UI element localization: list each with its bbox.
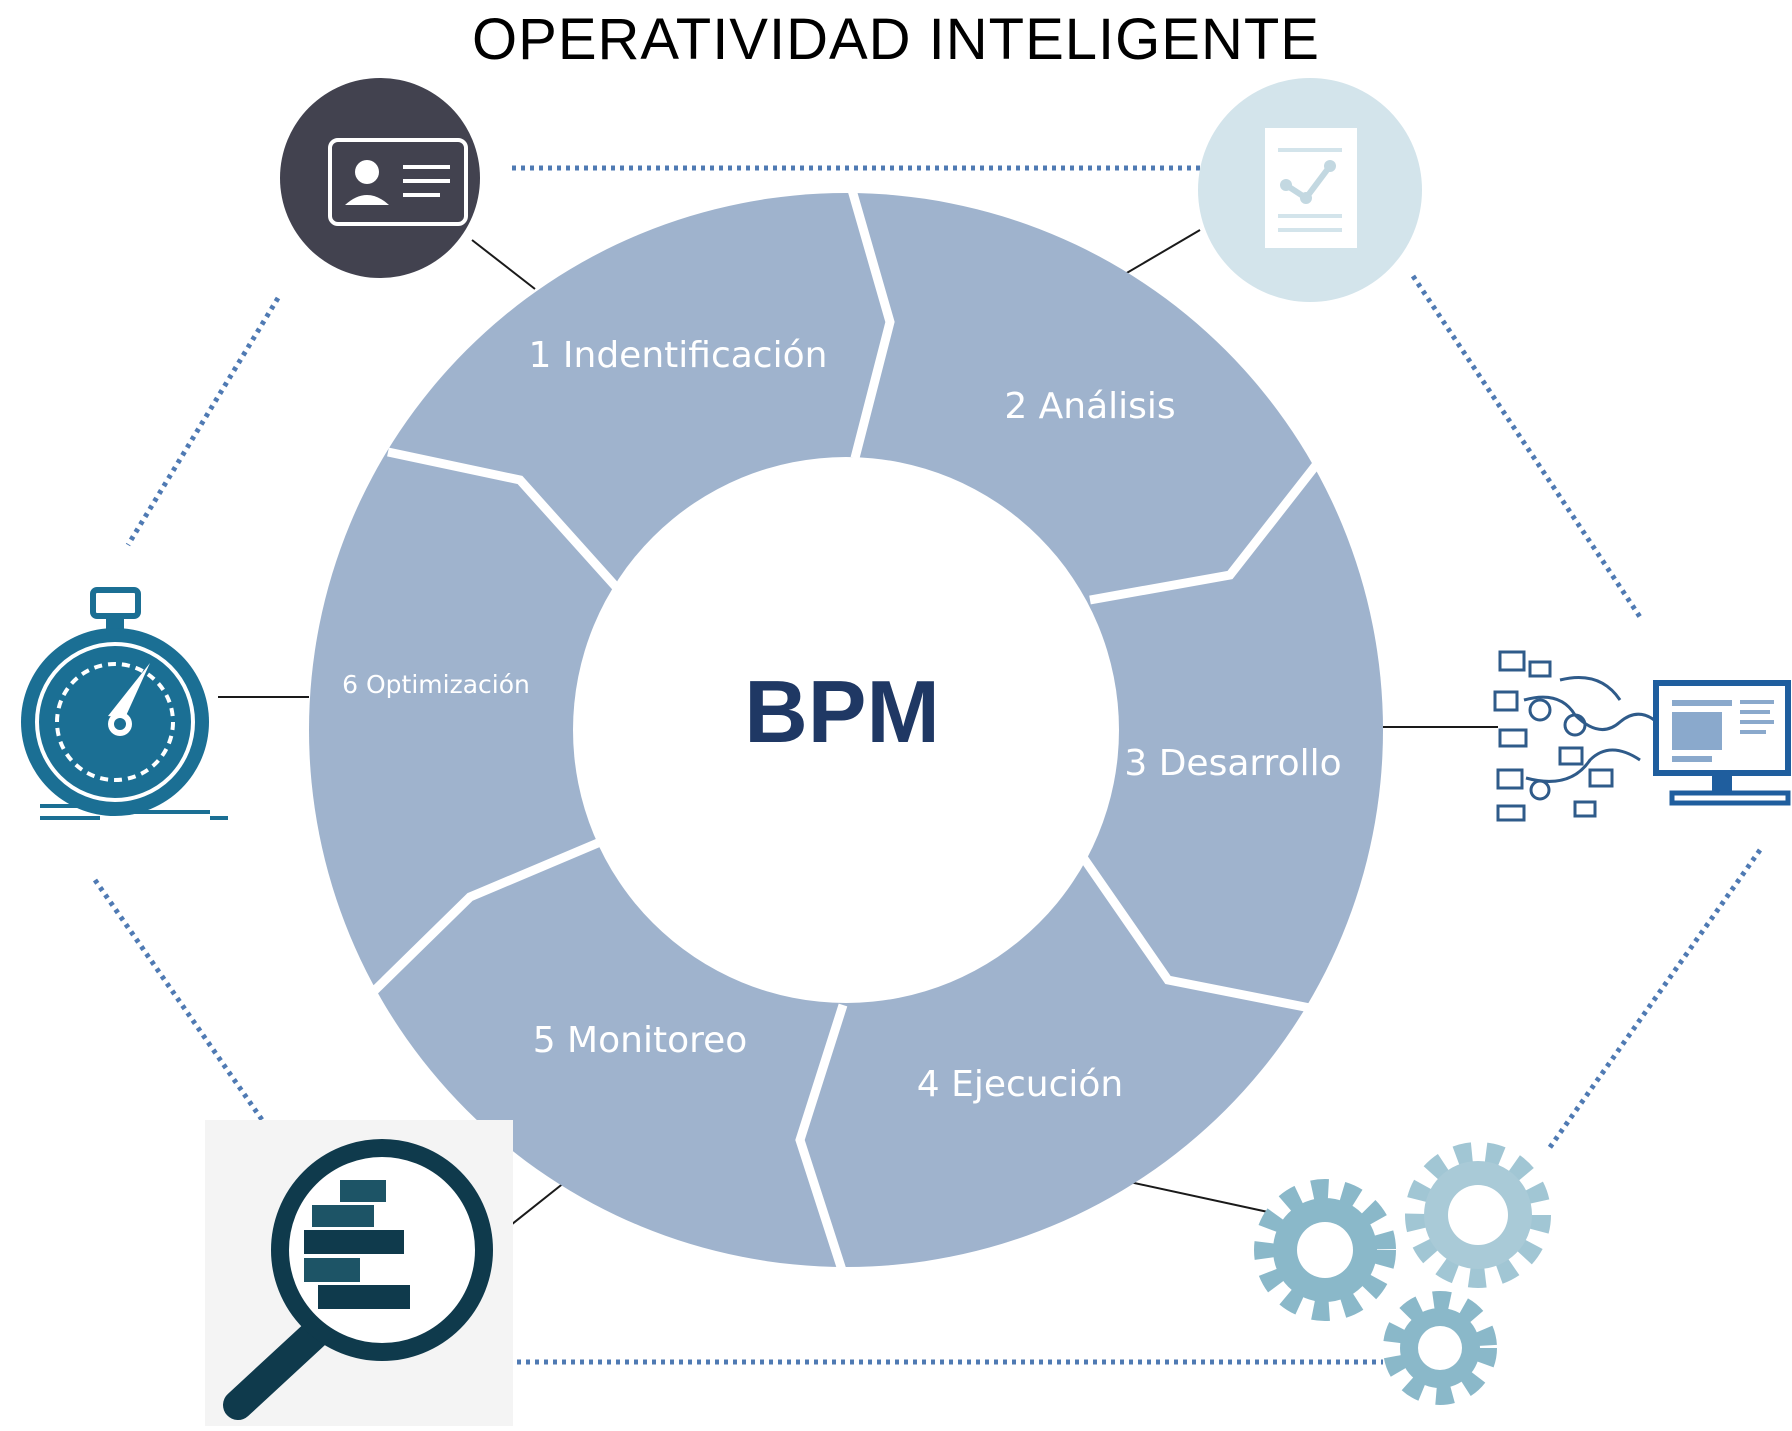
ring-separators	[366, 188, 1324, 1272]
stage-label-3: 3 Desarrollo	[1124, 743, 1341, 784]
dotted-line-top-left	[125, 296, 281, 547]
connector-2	[1124, 229, 1201, 275]
separator-4-5	[795, 1003, 848, 1272]
connector-4	[1124, 1180, 1269, 1213]
separator-6-1	[387, 447, 621, 592]
dotted-line-bottom-right	[1545, 848, 1763, 1152]
stage-label-2: 2 Análisis	[1004, 386, 1175, 427]
computer-network-icon	[1493, 650, 1791, 822]
separator-1-2	[847, 188, 895, 460]
solid-connectors	[218, 229, 1498, 1241]
diagram-title: OPERATIVIDAD INTELIGENTE	[472, 7, 1320, 72]
gears-icon	[1254, 1142, 1551, 1405]
separator-5-6	[366, 835, 607, 999]
magnifier-chart-icon	[205, 1120, 513, 1426]
dotted-connectors	[92, 165, 1763, 1365]
separator-3-4	[1074, 847, 1311, 1013]
stage-label-5: 5 Monitoreo	[533, 1020, 748, 1061]
dotted-line-bottom-left	[92, 878, 293, 1162]
stage-label-6: 6 Optimización	[342, 670, 530, 699]
connector-1	[471, 239, 536, 290]
stage-label-1: 1 Indentificación	[529, 335, 828, 376]
bpm-ring: 1 Indentificación 2 Análisis 3 Desarroll…	[309, 188, 1383, 1272]
dotted-line-top-right	[1410, 274, 1645, 622]
stage-label-4: 4 Ejecución	[917, 1064, 1124, 1105]
id-card-icon	[280, 78, 480, 278]
ring-inner-hole	[573, 457, 1119, 1003]
report-chart-icon	[1198, 78, 1422, 302]
separator-2-3	[1089, 457, 1324, 605]
center-label: BPM	[744, 662, 940, 761]
stopwatch-icon	[21, 587, 228, 820]
